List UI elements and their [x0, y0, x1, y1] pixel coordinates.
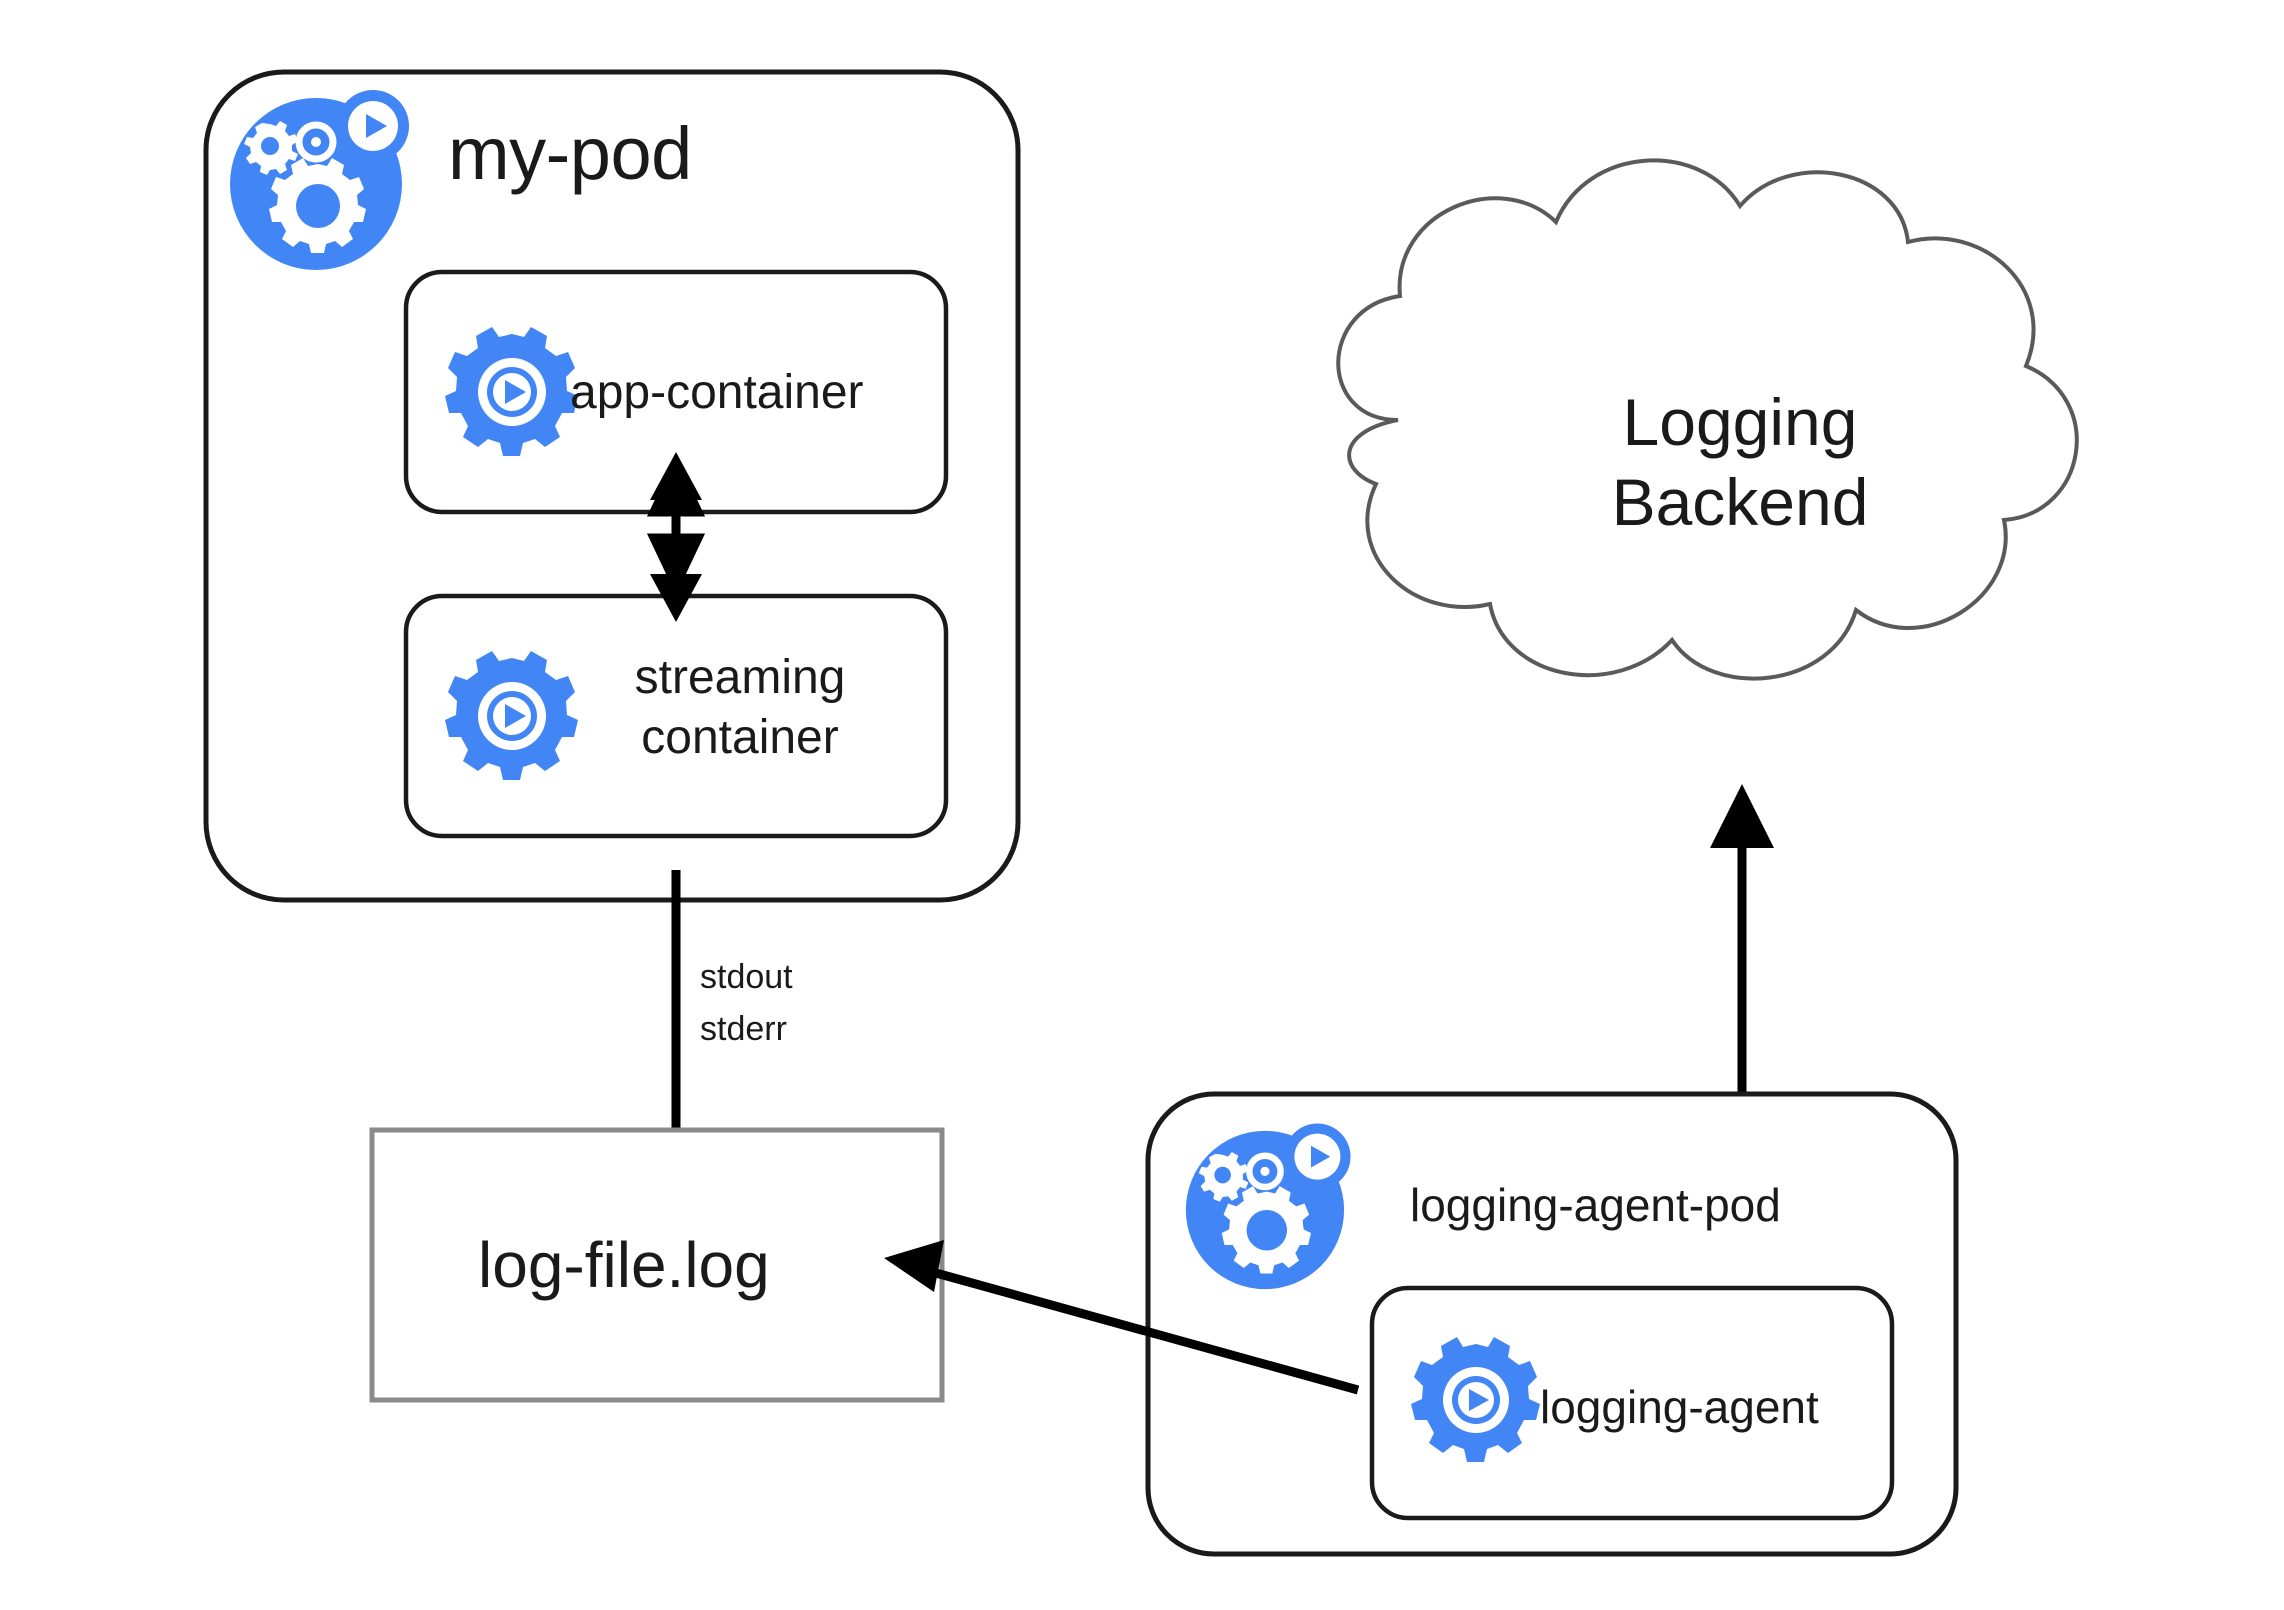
logging-agent-label: logging-agent — [1540, 1381, 1819, 1433]
container-gear-play-icon — [445, 327, 578, 456]
cloud-label-line2: Backend — [1611, 465, 1869, 539]
kubernetes-pod-icon — [230, 90, 409, 270]
my-pod-title: my-pod — [448, 112, 692, 195]
kubernetes-pod-icon — [1185, 1123, 1351, 1290]
cloud-shape — [1336, 158, 2079, 681]
cloud-label-line1: Logging — [1622, 385, 1858, 459]
app-container-label: app-container — [570, 366, 864, 419]
edge-agent-logfile — [916, 1263, 1360, 1395]
container-gear-play-icon — [445, 651, 578, 780]
logging-agent-pod-title: logging-agent-pod — [1410, 1179, 1781, 1231]
log-file-box — [369, 1127, 945, 1403]
stderr-label: stderr — [700, 1010, 787, 1048]
log-file-label: log-file.log — [478, 1229, 770, 1301]
container-gear-play-icon — [1411, 1337, 1540, 1462]
streaming-container-label-line2: container — [641, 711, 839, 764]
streaming-container-label-line1: streaming — [634, 651, 846, 704]
stdout-label: stdout — [700, 958, 793, 996]
